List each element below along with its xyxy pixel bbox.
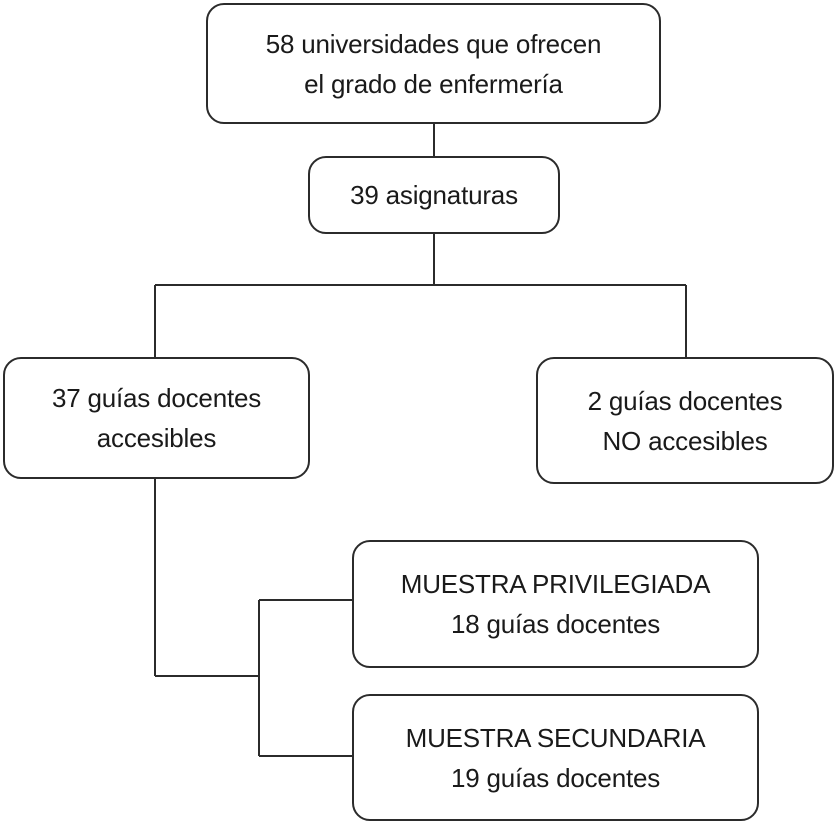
node-not-accessible-guides: 2 guías docentes NO accesibles (536, 357, 834, 484)
node-subjects-line1: 39 asignaturas (350, 180, 518, 210)
node-accessible-line2: accesibles (96, 423, 217, 453)
node-universities-line2: el grado de enfermería (304, 68, 563, 99)
node-privileged-sample: MUESTRA PRIVILEGIADA 18 guías docentes (352, 540, 759, 668)
node-secondary-line2: 19 guías docentes (450, 762, 661, 793)
node-accessible-guides: 37 guías docentes accesibles (3, 357, 310, 479)
node-privileged-line1: MUESTRA PRIVILEGIADA (400, 569, 711, 599)
node-privileged-line2: 18 guías docentes (450, 609, 661, 639)
node-not-accessible-line1: 2 guías docentes (587, 385, 783, 416)
node-subjects: 39 asignaturas (308, 156, 560, 234)
node-not-accessible-line2: NO accesibles (602, 425, 768, 456)
node-universities: 58 universidades que ofrecen el grado de… (206, 3, 661, 124)
node-secondary-sample: MUESTRA SECUNDARIA 19 guías docentes (352, 694, 759, 821)
node-secondary-line1: MUESTRA SECUNDARIA (405, 722, 706, 753)
node-accessible-line1: 37 guías docentes (51, 383, 262, 413)
node-universities-line1: 58 universidades que ofrecen (265, 28, 602, 59)
